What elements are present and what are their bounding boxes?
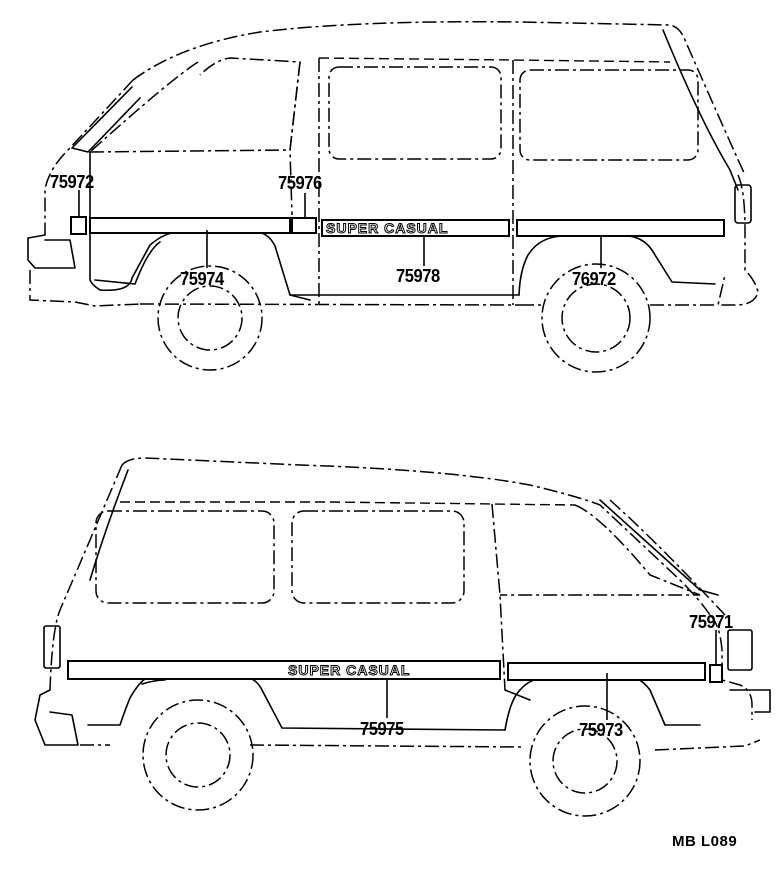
callout-76972: 76972 [572, 269, 616, 289]
top-van-outline [27, 20, 759, 373]
callout-75975: 75975 [360, 719, 404, 739]
callout-75976: 75976 [278, 173, 322, 193]
part-75971-emblem [709, 664, 723, 683]
part-75972-emblem [70, 216, 87, 235]
diagram-code: MB L089 [672, 833, 738, 850]
bottom-van-side-moldings [67, 660, 723, 683]
callout-75974: 75974 [180, 269, 224, 289]
part-75976-emblem [291, 217, 317, 234]
callout-75972: 75972 [50, 172, 94, 192]
bottom-leader-lines [386, 630, 717, 720]
super-casual-badge-bottom: SUPER CASUAL [287, 662, 411, 678]
callout-75978: 75978 [396, 266, 440, 286]
top-van-side-moldings [70, 216, 725, 237]
part-76972-strip [516, 219, 725, 237]
part-75978-strip [321, 219, 510, 237]
top-leader-lines [78, 190, 602, 268]
bottom-van-outline [34, 457, 771, 817]
super-casual-badge-top: SUPER CASUAL [325, 220, 449, 236]
part-75974-strip [89, 217, 291, 234]
callout-75971: 75971 [689, 612, 733, 632]
part-75975-strip [67, 660, 501, 680]
callout-75973: 75973 [579, 720, 623, 740]
